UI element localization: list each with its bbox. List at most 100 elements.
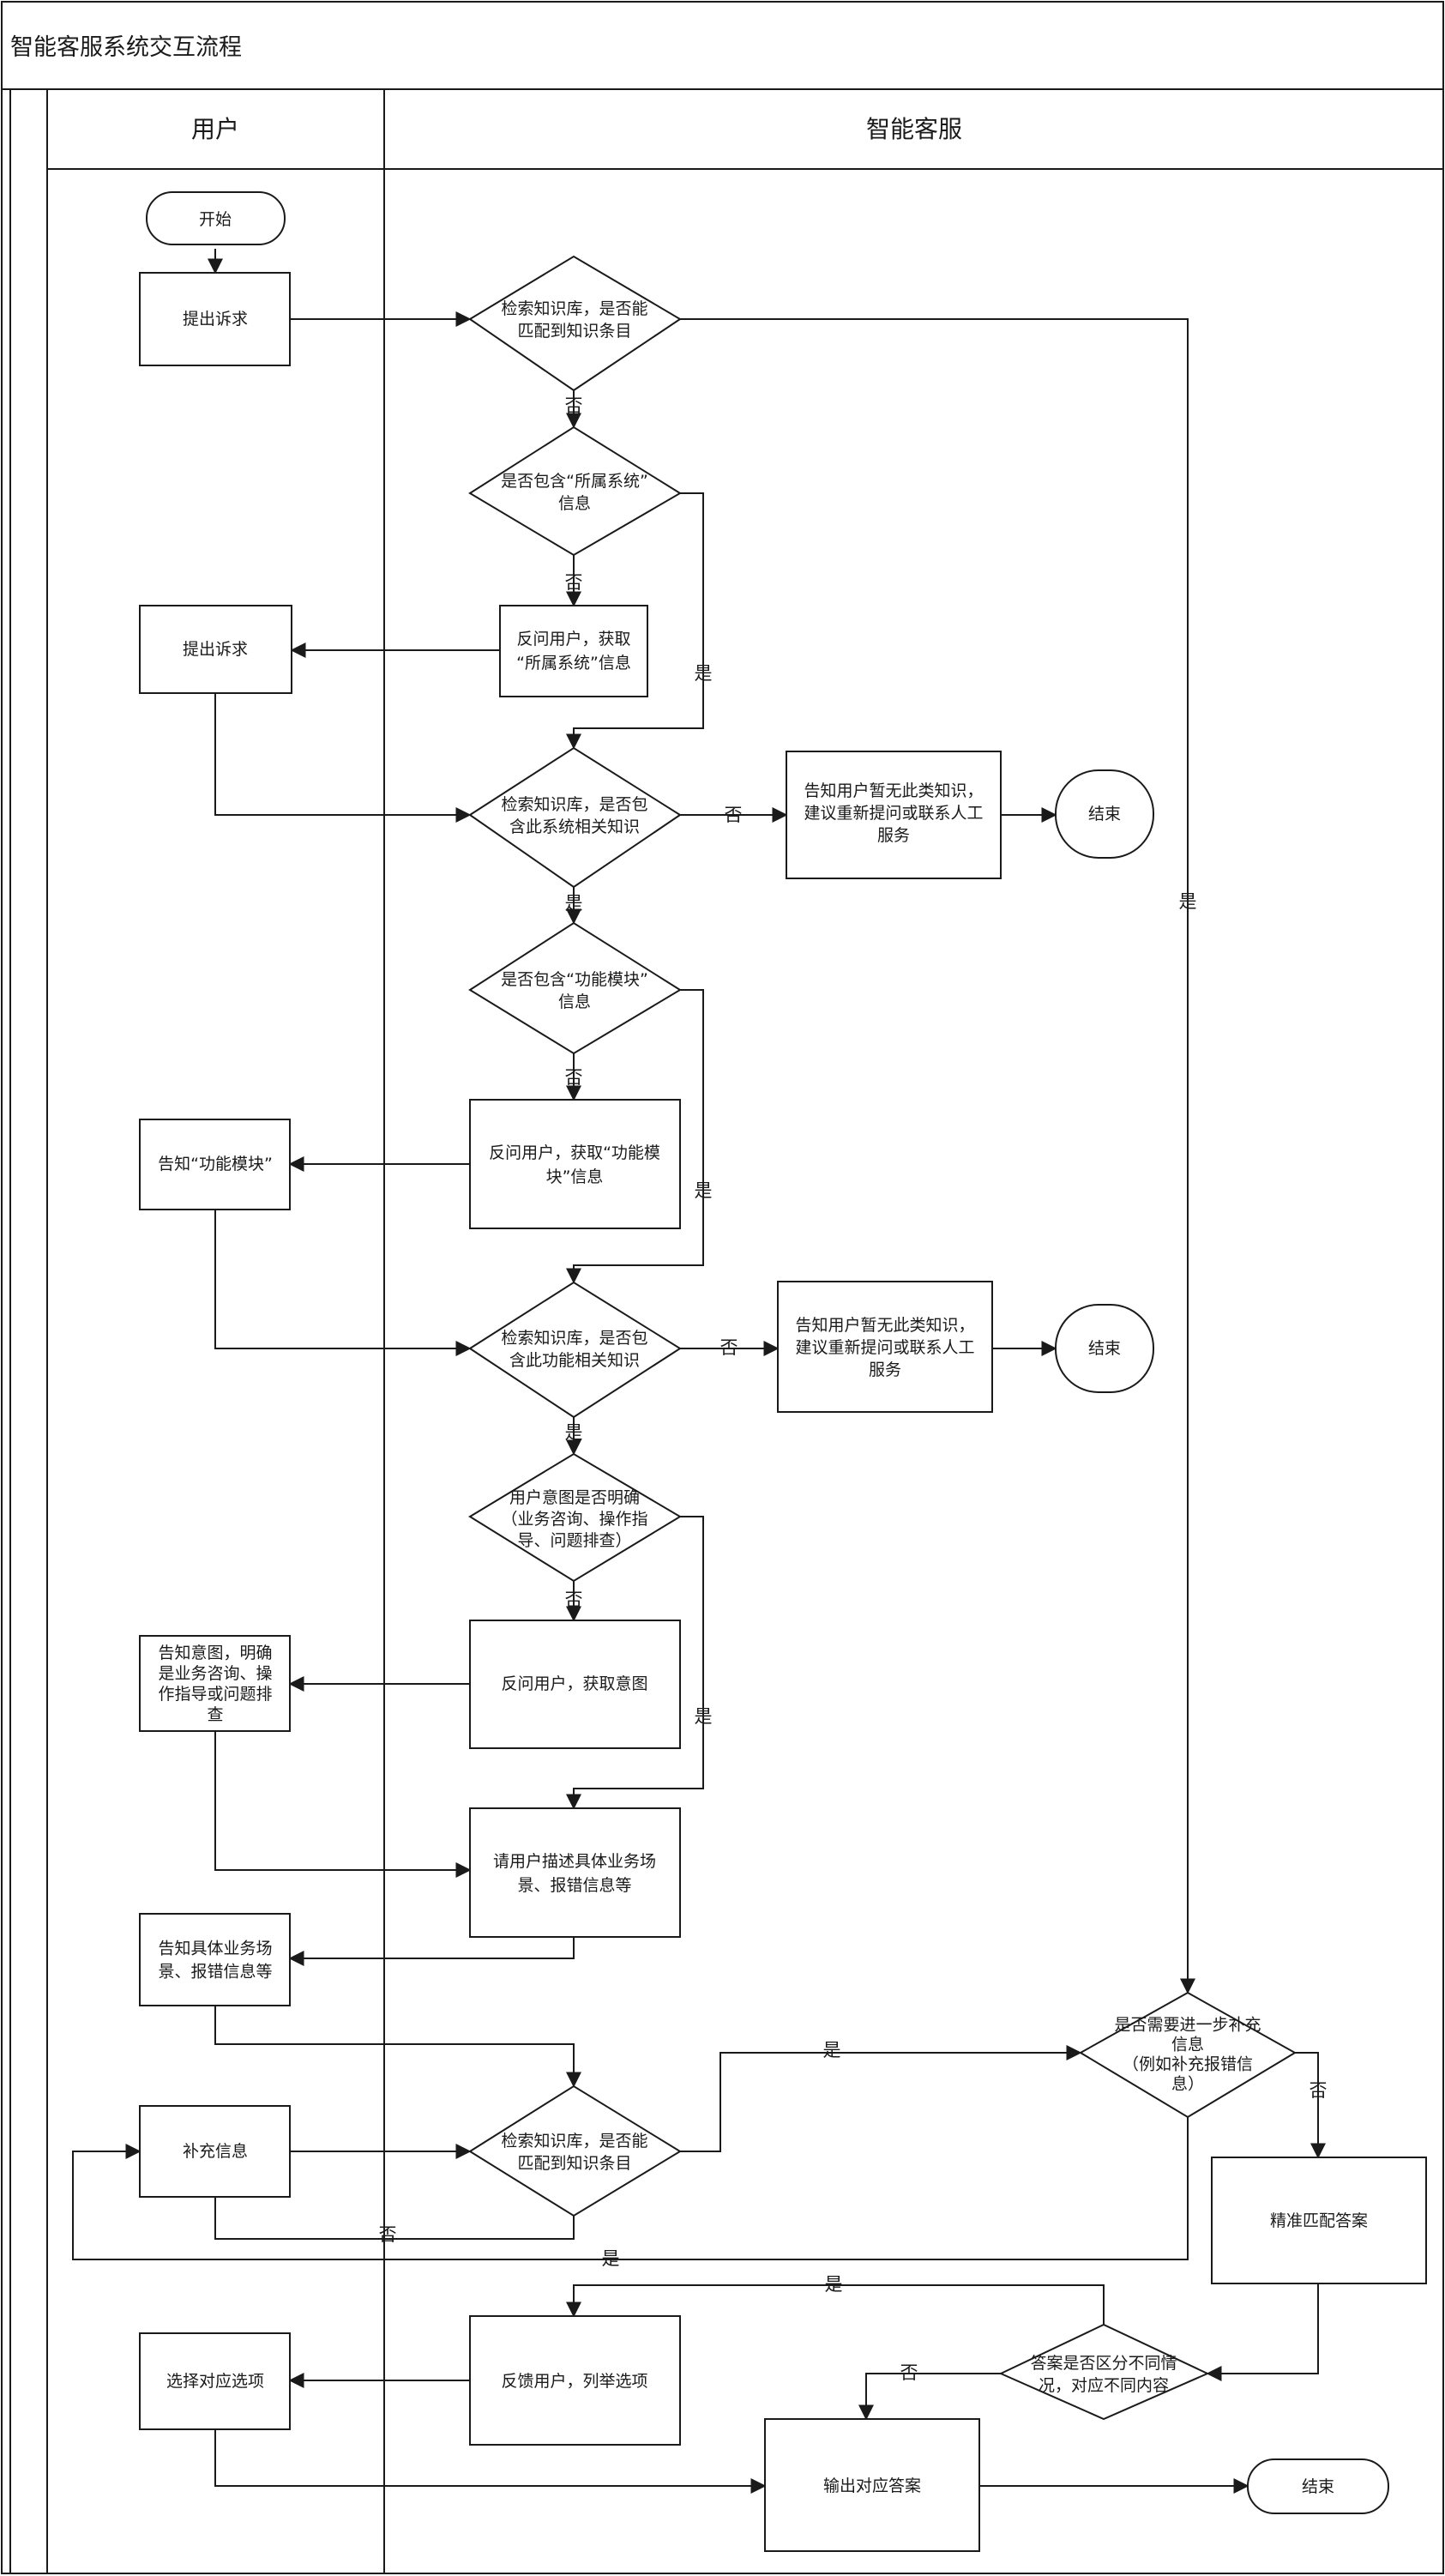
start-terminal [146,191,286,245]
notify-no-knowledge-box [786,751,1002,879]
edge-system-info-yes [566,492,704,750]
node-label-line: 景、报错信息等 [517,1876,631,1895]
node-label-line: 导、问题排查） [517,1531,631,1550]
edge-tell-scenario-to-check [214,2006,581,2088]
edge-label-no: 否 [725,805,743,825]
node-label-line: 告知具体业务场 [158,1940,272,1958]
node-label-line: 检索知识库，是否能 [501,2132,647,2151]
node-label-line: 检索知识库，是否包 [501,1329,647,1348]
notify-no-knowledge-label: 告知用户暂无此类知识，建议重新提问或联系人工服务 [795,1316,974,1379]
edge-label-yes: 是 [1179,891,1197,912]
intent-clear-label: 用户意图是否明确 （业务咨询、操作指导、问题排查） [501,1488,647,1550]
node-label-line: 含此功能相关知识 [509,1351,640,1370]
ask-scenario-label: 请用户描述具体业务场景、报错信息等 [493,1852,656,1895]
edge-label-yes: 是 [825,2274,843,2295]
edge-check2-yes [680,2045,1082,2152]
feedback-options-label: 反馈用户，列举选项 [501,2372,647,2391]
ask-system-info-label: 反问用户，获取“所属系统”信息 [516,630,631,673]
edge-select-to-output [214,2407,767,2494]
edge-module-info-yes [566,989,704,1284]
tell-scenario-box [139,1913,291,2006]
output-answer-box [764,2418,980,2552]
node-label-line: 景、报错信息等 [158,1963,272,1982]
end-terminal [1055,1304,1154,1393]
supplement-info-label: 补充信息 [183,2142,248,2161]
edge-answer-varies-no [858,2373,1001,2421]
edge-label-yes: 是 [823,2040,841,2060]
notify-no-knowledge-label: 告知用户暂无此类知识，建议重新提问或联系人工服务 [804,781,983,845]
node-label-line: 匹配到知识条目 [517,2154,631,2173]
node-label-line: 反问用户，获取 [516,630,630,649]
node-label-line: 况，对应不同内容 [1039,2376,1169,2395]
node-label-line: 答案是否区分不同情 [1030,2354,1177,2373]
answer-varies-label: 答案是否区分不同情况，对应不同内容 [1030,2354,1177,2395]
ask-intent-label: 反问用户，获取意图 [501,1674,647,1693]
edge-label-no: 否 [900,2362,918,2383]
node-label-line: 用户意图是否明确 [509,1488,640,1507]
edge-answer-varies-yes [566,2284,1105,2325]
edge-intent-yes [566,1516,704,1810]
node-label-line: （例如补充报错信 [1123,2055,1253,2074]
output-answer-label: 输出对应答案 [823,2476,921,2495]
node-label-line: 是否包含“功能模块” [501,970,648,989]
supplement-info-box [139,2105,291,2198]
submit-request-label: 提出诉求 [183,310,248,329]
edge-labels: 否 否 是 否 是 是 否 是 否 是 否 是 是 否 否 是 是 否 [379,395,1328,2383]
end-terminal [1247,2458,1389,2514]
edge-label-yes: 是 [565,1422,583,1443]
node-label-line: 请用户描述具体业务场 [493,1852,656,1871]
node-label-line: 块”信息 [546,1167,604,1186]
edge-label-no: 否 [1310,2080,1328,2101]
node-label-line: 查 [207,1705,223,1724]
edge-label-yes: 是 [602,2248,620,2269]
module-info-decision [468,921,682,1055]
select-option-box [139,2332,291,2430]
edge-label-no: 否 [565,1067,583,1088]
check-kb-module-decision [468,1281,682,1419]
select-option-label: 选择对应选项 [166,2372,264,2391]
edge-label-no: 否 [720,1337,738,1358]
system-info-label: 是否包含“所属系统”信息 [501,472,648,513]
check-kb-match-label: 检索知识库，是否能匹配到知识条目 [501,2132,647,2173]
node-label-line: 建议重新提问或联系人工 [795,1338,974,1357]
edge-label-yes: 是 [695,1180,713,1201]
node-label-line: 信息 [558,494,591,513]
node-label-line: 建议重新提问或联系人工 [804,804,983,823]
check-kb-system-label: 检索知识库，是否包含此系统相关知识 [501,795,647,836]
node-label-line: 息） [1171,2075,1204,2094]
tell-module-label: 告知“功能模块” [158,1155,273,1173]
notify-no-knowledge-box [777,1281,993,1413]
node-label-line: 服务 [869,1360,901,1379]
node-label-line: 是业务咨询、操 [158,1664,272,1683]
ask-system-info-box [499,605,648,697]
intent-clear-decision [468,1452,682,1583]
lane-header-user: 用户 [191,115,239,143]
edge-label-yes: 是 [695,663,713,684]
edge-request2-to-check-system [214,693,472,823]
end-label: 结束 [1088,805,1121,823]
node-label-line: 检索知识库，是否能 [501,299,647,318]
end-terminal [1055,769,1154,859]
submit-request-box [139,272,291,366]
feedback-options-box [469,2315,681,2446]
node-label-line: 告知用户暂无此类知识， [804,781,983,800]
precise-match-box [1211,2157,1427,2284]
edge-kb-match-yes [680,318,1195,1994]
node-label-line: 是否需要进一步补充 [1114,2016,1261,2035]
end-label: 结束 [1088,1339,1121,1358]
nodes [139,191,1427,2552]
edge-label-no: 否 [565,572,583,593]
edge-label-no: 否 [565,395,583,416]
edge-check2-no [208,2174,575,2240]
edge-scenario-to-user [288,1937,575,1966]
precise-match-label: 精准匹配答案 [1270,2211,1368,2230]
check-kb-system-decision [468,746,682,889]
edge-label-no: 否 [379,2224,397,2245]
edge-label-yes: 是 [565,893,583,914]
system-info-decision [468,425,682,557]
tell-intent-label: 告知意图，明确是业务咨询、操作指导或问题排查 [158,1644,272,1724]
diagram-title: 智能客服系统交互流程 [10,34,242,61]
node-label-line: （业务咨询、操作指 [501,1510,647,1529]
tell-module-box [139,1119,291,1210]
